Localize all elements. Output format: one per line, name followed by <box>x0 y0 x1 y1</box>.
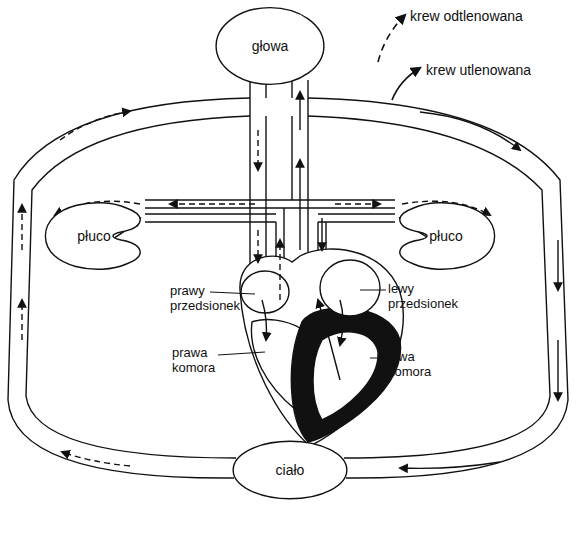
flow-arrow <box>257 230 258 262</box>
vena-cava-wall <box>265 116 266 270</box>
aorta-wall <box>307 80 308 262</box>
flow-arrow <box>21 205 22 250</box>
artery-tube-wall <box>308 116 550 458</box>
left-ventricle-cavity <box>313 332 378 420</box>
legend-dashed-arrow <box>378 15 405 62</box>
legend-text: krew odtlenowana <box>410 8 523 24</box>
body-organ: ciało <box>232 440 348 500</box>
organ-name: płuco <box>429 228 462 244</box>
right-atrium <box>241 271 289 313</box>
vein-tube-wall <box>26 116 250 458</box>
chamber-label: prawa komora <box>172 346 222 375</box>
legend-text: krew utlenowana <box>426 62 531 78</box>
left-atrium <box>320 260 380 316</box>
pulmonary-vessel-wall <box>145 207 395 208</box>
vein-tube-wall <box>8 98 250 478</box>
flow-arrow <box>557 340 558 400</box>
pulmonary-vessel-wall <box>318 221 395 222</box>
leader-line <box>370 358 386 359</box>
flow-arrow <box>400 462 500 468</box>
flow-arrow <box>335 203 380 204</box>
heart-outline <box>240 249 403 446</box>
leader-line <box>360 290 386 291</box>
legend-item: krew utlenowana <box>426 62 531 78</box>
legend-item: krew odtlenowana <box>410 8 523 24</box>
flow-arrow <box>257 130 258 170</box>
pulmonary-vessel-wall <box>145 199 395 200</box>
lung-shape <box>400 203 495 270</box>
flow-arrow <box>279 240 280 300</box>
flow-arrow <box>21 300 22 340</box>
flow-arrow <box>170 203 255 204</box>
chamber-label: prawy przedsionek <box>170 284 250 313</box>
flow-arrow <box>299 92 300 130</box>
head-organ: głowa <box>215 6 325 86</box>
legend-solid-arrow <box>392 68 420 100</box>
aorta-wall <box>291 80 292 98</box>
aorta-wall <box>291 116 292 200</box>
leader-line <box>210 292 255 294</box>
pulmonary-vessel-wall <box>145 221 276 222</box>
flow-arrow <box>262 300 267 340</box>
lung-shape <box>45 203 140 270</box>
flow-arrow <box>557 240 558 290</box>
lung-organ: płuco <box>40 196 148 276</box>
left-ventricle-wall <box>291 308 400 442</box>
pulmonary-vessel-wall <box>318 213 395 214</box>
flow-arrow <box>321 218 322 250</box>
pulmonary-vessel-wall <box>145 213 276 214</box>
organ-name: głowa <box>252 38 289 54</box>
flow-arrow <box>318 300 340 380</box>
organ-shape <box>216 8 324 85</box>
organ-name: płuco <box>77 228 110 244</box>
flow-arrow <box>60 111 130 140</box>
vena-cava-wall <box>249 80 250 272</box>
flow-arrow <box>340 300 343 345</box>
flow-arrow <box>62 452 130 466</box>
flow-arrow <box>299 160 300 250</box>
organ-shape <box>233 441 347 499</box>
flow-arrow <box>420 112 520 150</box>
leader-line <box>218 352 265 355</box>
lung-organ: płuco <box>392 196 500 276</box>
chamber-label: lewy przedsionek <box>388 282 468 311</box>
chamber-label: lewa komora <box>388 350 443 379</box>
organ-name: ciało <box>276 462 305 478</box>
